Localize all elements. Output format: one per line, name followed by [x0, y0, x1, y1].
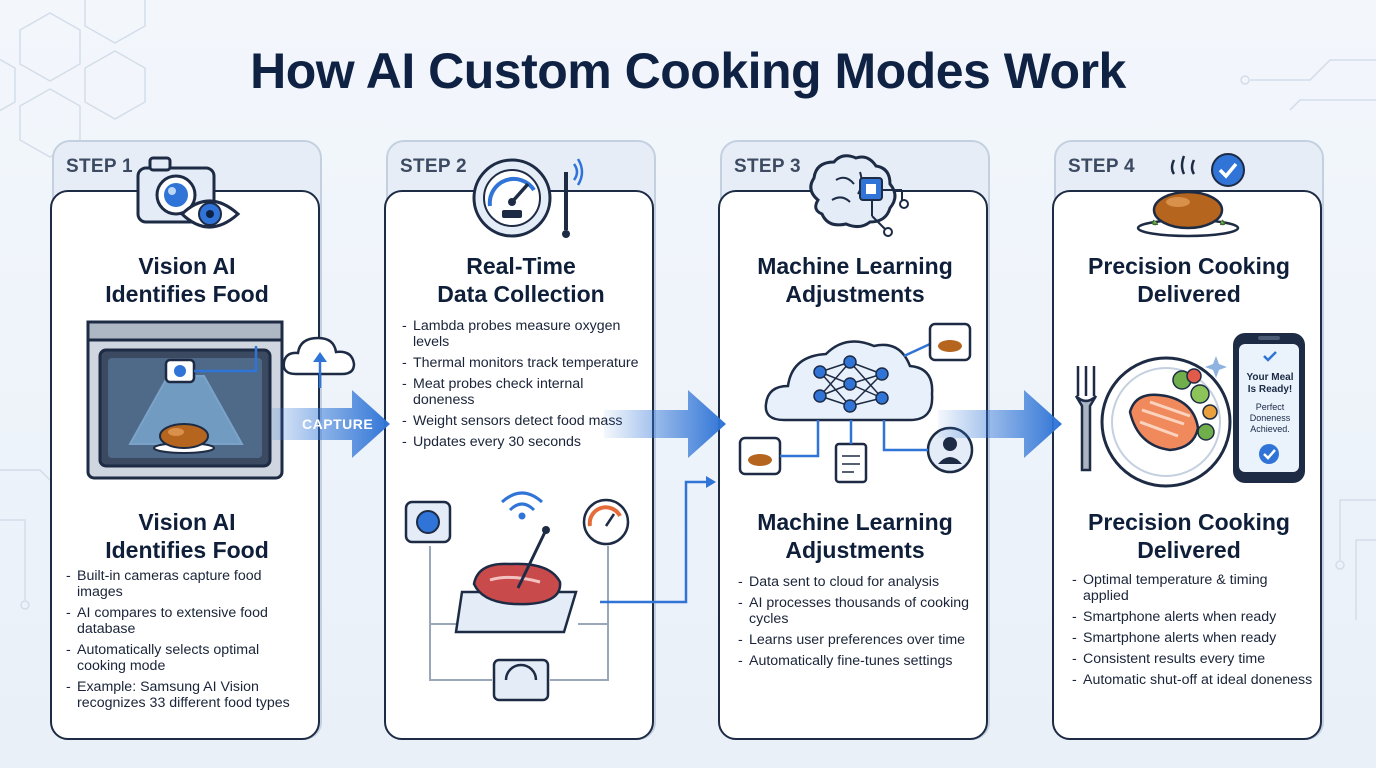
sensor-network-illustration: [404, 491, 630, 702]
brain-chip-icon: [809, 154, 909, 237]
smartphone-icon: [1233, 333, 1305, 483]
step-3-card: STEP 3 Machine Learning Adjustments: [718, 140, 990, 740]
capture-label: CAPTURE: [302, 416, 374, 432]
step-2-bullet: Meat probes check internal doneness: [402, 376, 647, 408]
step-2-bullet: Lambda probes measure oxygen levels: [402, 318, 647, 350]
step-1-bullet: AI compares to extensive food database: [66, 605, 311, 637]
step-2-card: STEP 2 Real-Time Data Collection Lambda …: [384, 140, 656, 740]
step-3-subheading: Machine Learning Adjustments: [757, 509, 953, 563]
cloud-upload-icon: [282, 336, 356, 388]
step-1-subheading: Vision AI Identifies Food: [105, 509, 269, 563]
step-4-label: STEP 4: [1068, 156, 1135, 177]
step-2-bullet-list: Lambda probes measure oxygen levels Ther…: [402, 318, 647, 455]
data-connector-step2-to-step3: [600, 476, 716, 604]
gauge-probe-icon: [472, 158, 584, 238]
step-4-card: STEP 4 Precision Cooking Delivered: [1052, 140, 1324, 740]
step-1-bullet: Built-in cameras capture food images: [66, 568, 311, 600]
flow-arrow-step2-to-step3: [604, 390, 726, 458]
step-1-label: STEP 1: [66, 156, 133, 177]
step-4-bullet: Automatic shut-off at ideal doneness: [1072, 672, 1317, 688]
step-2-heading: Real-Time Data Collection: [437, 253, 605, 307]
step-2-bullet: Weight sensors detect food mass: [402, 413, 647, 429]
step-3-bullet: Learns user preferences over time: [738, 632, 983, 648]
flow-arrow-capture: [272, 390, 390, 458]
flow-arrow-step3-to-step4: [938, 390, 1062, 458]
step-4-subheading: Precision Cooking Delivered: [1088, 509, 1290, 563]
step-2-bullet: Thermal monitors track temperature: [402, 355, 647, 371]
roast-chicken-check-icon: [1136, 153, 1245, 238]
step-4-bullet: Smartphone alerts when ready: [1072, 609, 1317, 625]
step-3-bullet-list: Data sent to cloud for analysis AI proce…: [738, 574, 983, 674]
step-4-bullet: Smartphone alerts when ready: [1072, 630, 1317, 646]
step-2-bullet: Updates every 30 seconds: [402, 434, 647, 450]
plated-salmon-illustration: [1074, 356, 1232, 488]
camera-eye-icon: [136, 156, 241, 229]
oven-illustration: [86, 320, 284, 480]
step-1-bullet-list: Built-in cameras capture food images AI …: [66, 568, 311, 716]
step-4-heading: Precision Cooking Delivered: [1088, 253, 1290, 307]
step-4-bullet-list: Optimal temperature & timing applied Sma…: [1072, 572, 1317, 693]
step-2-label: STEP 2: [400, 156, 467, 177]
step-4-bullet: Consistent results every time: [1072, 651, 1317, 667]
step-1-bullet: Example: Samsung AI Vision recognizes 33…: [66, 679, 311, 711]
step-3-bullet: Automatically fine-tunes settings: [738, 653, 983, 669]
step-3-heading: Machine Learning Adjustments: [757, 253, 953, 307]
page-title: How AI Custom Cooking Modes Work: [250, 43, 1126, 99]
cloud-neural-network-illustration: [738, 322, 974, 484]
step-3-bullet: AI processes thousands of cooking cycles: [738, 595, 983, 627]
step-1-card: STEP 1 Vision AI Identifies Food Vision …: [50, 140, 356, 740]
step-1-bullet: Automatically selects optimal cooking mo…: [66, 642, 311, 674]
step-4-bullet: Optimal temperature & timing applied: [1072, 572, 1317, 604]
step-3-bullet: Data sent to cloud for analysis: [738, 574, 983, 590]
step-3-label: STEP 3: [734, 156, 801, 177]
phone-message: Your Meal Is Ready! Perfect Doneness Ach…: [1246, 372, 1294, 434]
step-1-heading: Vision AI Identifies Food: [105, 253, 269, 307]
